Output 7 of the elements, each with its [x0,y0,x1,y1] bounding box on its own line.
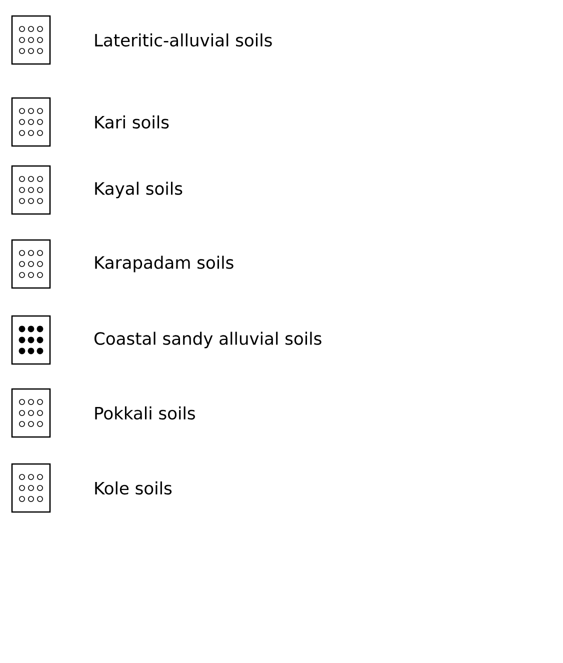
legend-label: Pokkali soils [95,406,195,420]
legend-label: Lateritic-alluvial soils [95,33,272,47]
legend-label: Kayal soils [95,182,182,198]
legend-label: Kari soils [95,115,169,129]
legend-label: Karapadam soils [95,256,234,272]
legend-label: Coastal sandy alluvial soils [94,332,322,348]
legend-label: Kole soils [95,481,172,495]
